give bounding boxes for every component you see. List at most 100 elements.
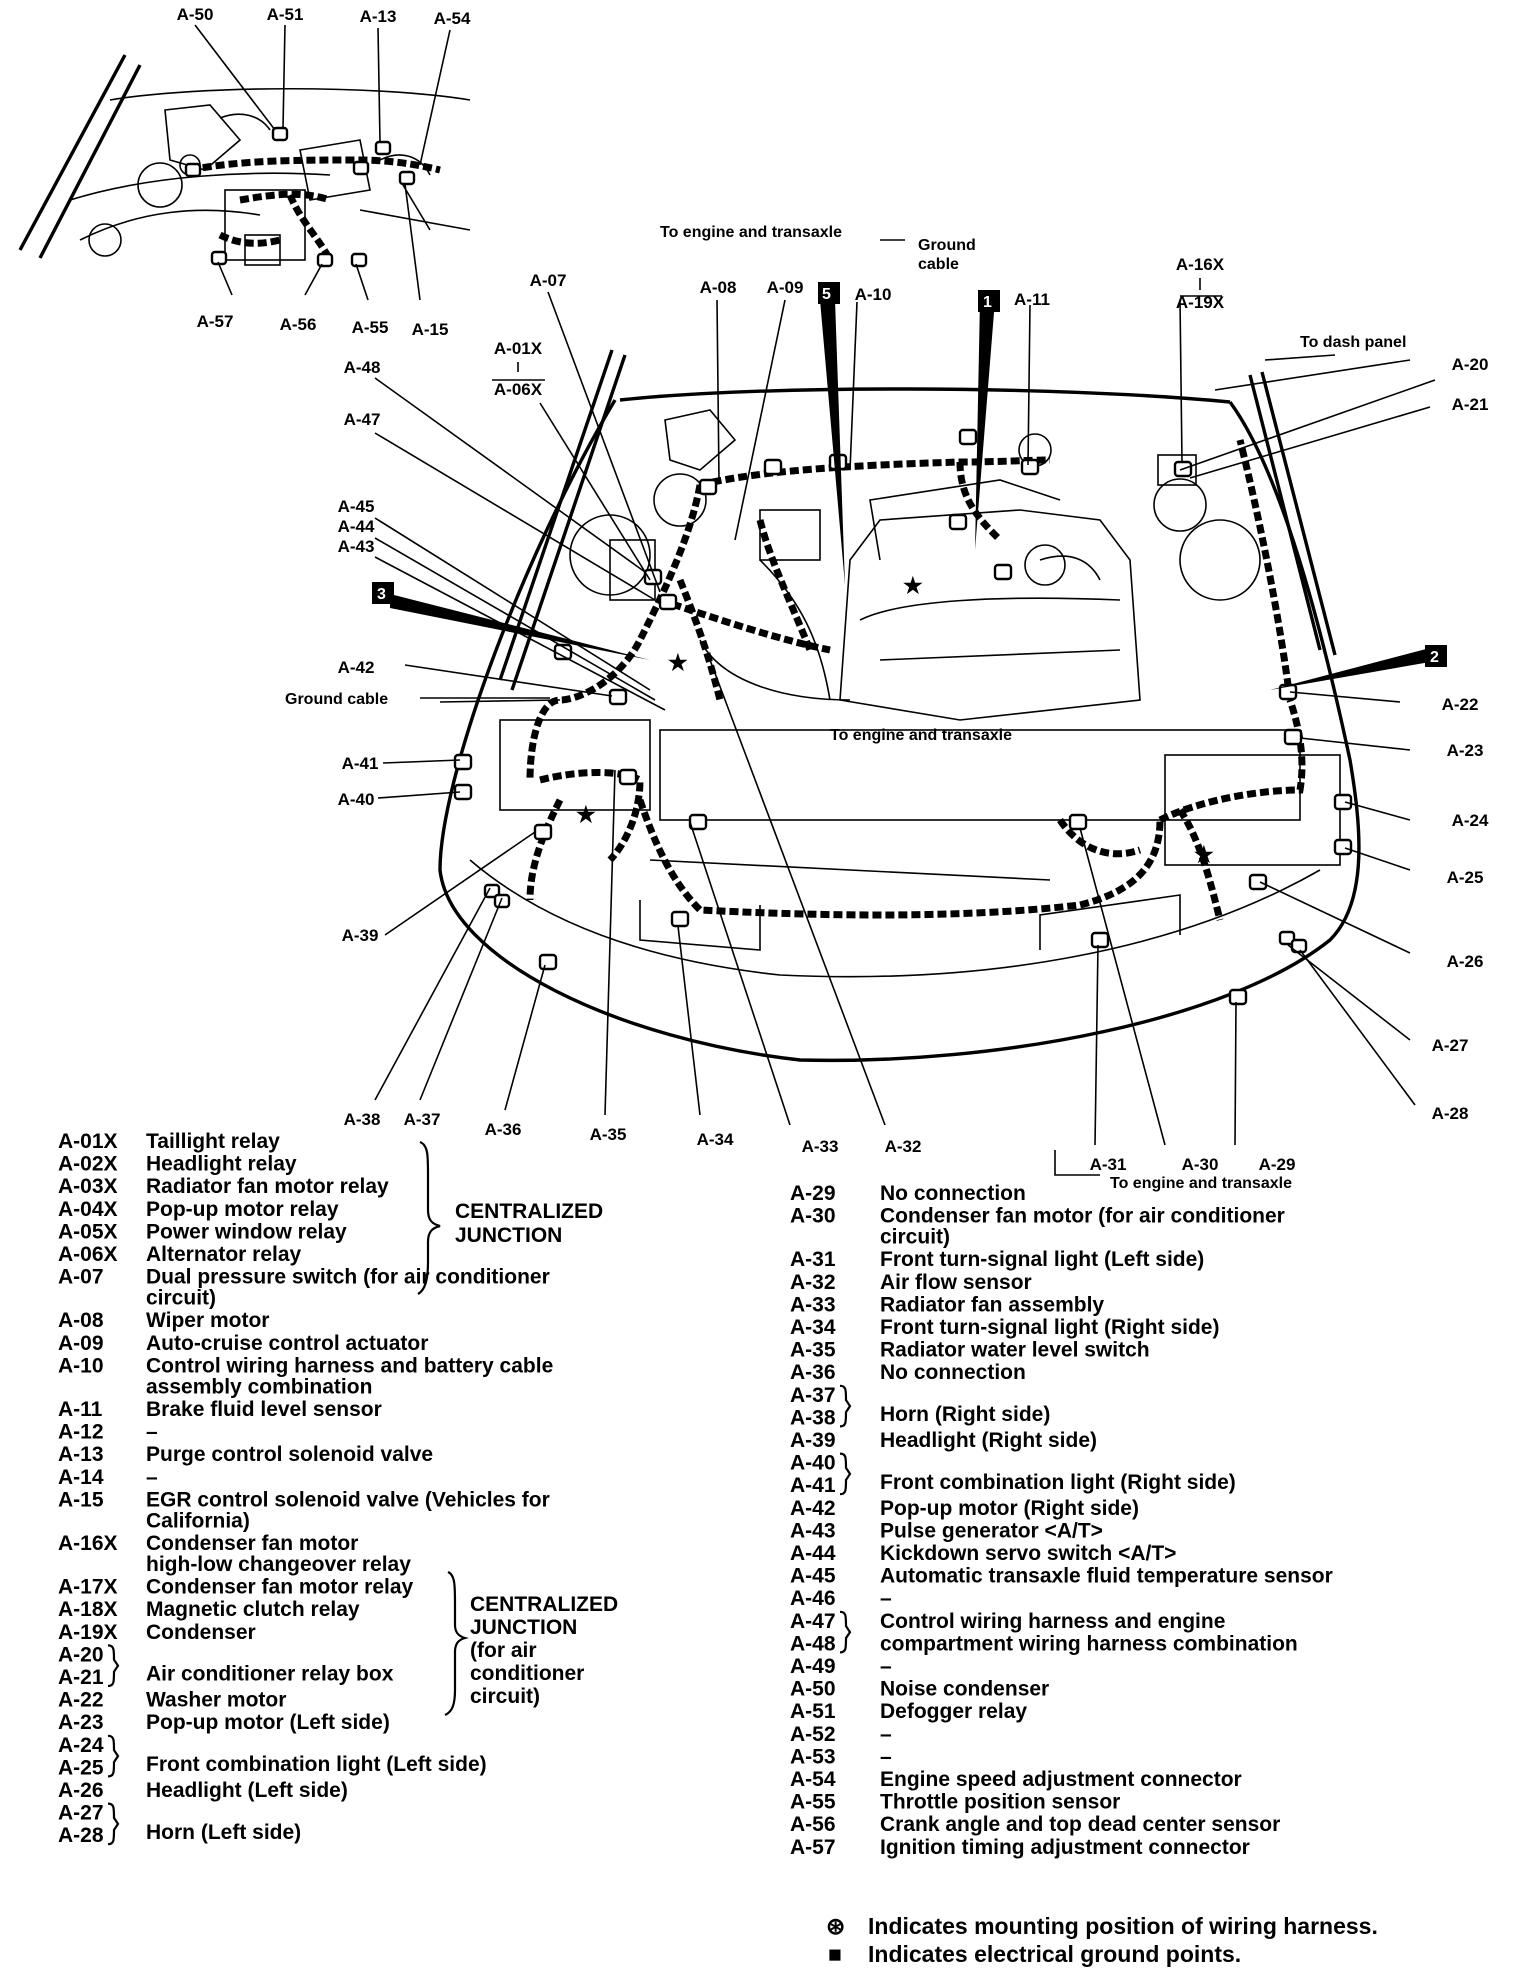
callout-a-10: A-10 bbox=[855, 285, 892, 304]
callout-a-19x: A-19X bbox=[1176, 293, 1225, 312]
harness-symbol: ⊛ bbox=[826, 1913, 845, 1939]
legend_left-code-a-13: A-13 bbox=[58, 1443, 104, 1466]
legend_right-desc-a-54: Engine speed adjustment connector bbox=[880, 1768, 1242, 1791]
cj2-line1: CENTRALIZED bbox=[470, 1593, 618, 1616]
legend_left-desc-a-28: Horn (Left side) bbox=[146, 1821, 301, 1844]
legend_right-code-a-35: A-35 bbox=[790, 1339, 836, 1362]
legend_right-desc-a-38: Horn (Right side) bbox=[880, 1403, 1050, 1426]
svg-text:★: ★ bbox=[668, 650, 688, 675]
legend_right-code-a-42: A-42 bbox=[790, 1497, 836, 1520]
legend_right-desc-a-46: – bbox=[880, 1587, 892, 1610]
callout-a-06x: A-06X bbox=[494, 380, 543, 399]
legend_right-code-a-36: A-36 bbox=[790, 1361, 836, 1384]
legend_left-code-a-04x: A-04X bbox=[58, 1198, 118, 1221]
legend_right-code-a-45: A-45 bbox=[790, 1565, 836, 1588]
legend_left-desc-a-25: Front combination light (Left side) bbox=[146, 1753, 487, 1776]
callout-a-15: A-15 bbox=[412, 320, 449, 339]
note-to-engine-bottom: To engine and transaxle bbox=[1110, 1175, 1292, 1192]
cj2-line3: (for air bbox=[470, 1639, 537, 1662]
legend_right-code-a-49: A-49 bbox=[790, 1655, 836, 1678]
legend_left-code-a-06x: A-06X bbox=[58, 1243, 118, 1266]
legend_right-desc-a-35: Radiator water level switch bbox=[880, 1339, 1150, 1362]
legend_right-code-a-41: A-41 bbox=[790, 1474, 836, 1497]
main-engine-view: ★ ★ ★ ★ bbox=[372, 282, 1447, 1176]
legend_right-desc-a-29: No connection bbox=[880, 1182, 1026, 1205]
legend_left-code-a-24: A-24 bbox=[58, 1734, 104, 1757]
callout-a-09: A-09 bbox=[767, 278, 804, 297]
legend_right-code-a-34: A-34 bbox=[790, 1316, 836, 1339]
cj2-line4: conditioner bbox=[470, 1662, 584, 1685]
legend_right-code-a-54: A-54 bbox=[790, 1768, 836, 1791]
callout-a-07: A-07 bbox=[530, 271, 567, 290]
callout-a-57: A-57 bbox=[197, 312, 234, 331]
legend_left-code-a-12: A-12 bbox=[58, 1421, 104, 1444]
legend_left-desc-a-10: Control wiring harness and battery cable bbox=[146, 1354, 553, 1377]
legend_right-code-a-52: A-52 bbox=[790, 1723, 836, 1746]
callout-a-36: A-36 bbox=[485, 1120, 522, 1139]
svg-text:★: ★ bbox=[576, 802, 596, 827]
legend_left-desc-a-01x: Taillight relay bbox=[146, 1130, 280, 1153]
cj2-line5: circuit) bbox=[470, 1685, 540, 1708]
legend-footnotes: ⊛ Indicates mounting position of wiring … bbox=[826, 1913, 1378, 1967]
cj2-line2: JUNCTION bbox=[470, 1616, 577, 1639]
callout-a-37: A-37 bbox=[404, 1110, 441, 1129]
legend_right-desc-a-42: Pop-up motor (Right side) bbox=[880, 1497, 1139, 1520]
callout-a-50: A-50 bbox=[177, 5, 214, 24]
legend_left-desc2-a-16x: high-low changeover relay bbox=[146, 1553, 411, 1576]
callout-a-27: A-27 bbox=[1432, 1036, 1469, 1055]
legend_right-code-a-32: A-32 bbox=[790, 1271, 836, 1294]
callout-a-34: A-34 bbox=[697, 1130, 734, 1149]
callout-a-08: A-08 bbox=[700, 278, 737, 297]
legend_right-desc-a-45: Automatic transaxle fluid temperature se… bbox=[880, 1565, 1333, 1588]
harness-footnote: Indicates mounting position of wiring ha… bbox=[868, 1913, 1378, 1939]
legend_left-code-a-01x: A-01X bbox=[58, 1130, 118, 1153]
legend_left-code-a-11: A-11 bbox=[58, 1398, 103, 1421]
callout-a-32: A-32 bbox=[885, 1137, 922, 1156]
legend_right-desc-a-39: Headlight (Right side) bbox=[880, 1429, 1097, 1452]
ground-symbol: ■ bbox=[828, 1941, 842, 1967]
legend_left-code-a-23: A-23 bbox=[58, 1711, 104, 1734]
callout-a-26: A-26 bbox=[1447, 952, 1484, 971]
ground-mark-5: 5 bbox=[822, 286, 831, 303]
legend_left-code-a-18x: A-18X bbox=[58, 1598, 118, 1621]
callout-a-23: A-23 bbox=[1447, 741, 1484, 760]
callout-a-54: A-54 bbox=[434, 9, 471, 28]
legend_right-desc-a-34: Front turn-signal light (Right side) bbox=[880, 1316, 1219, 1339]
legend_left-code-a-08: A-08 bbox=[58, 1309, 104, 1332]
legend_right-desc-a-31: Front turn-signal light (Left side) bbox=[880, 1248, 1204, 1271]
legend-left-groups: CENTRALIZED JUNCTION CENTRALIZED JUNCTIO… bbox=[417, 1140, 618, 1717]
callout-a-22: A-22 bbox=[1442, 695, 1479, 714]
legend_right-desc-a-55: Throttle position sensor bbox=[880, 1791, 1120, 1814]
brace-a20-a21 bbox=[107, 1644, 120, 1688]
note-ground-cable-top-2: cable bbox=[918, 256, 959, 273]
legend_left-desc2-a-10: assembly combination bbox=[146, 1375, 372, 1398]
leader-lines bbox=[374, 291, 1436, 1176]
note-to-engine-top: To engine and transaxle bbox=[660, 224, 842, 241]
legend_left-desc-a-22: Washer motor bbox=[146, 1689, 286, 1712]
legend_left-code-a-27: A-27 bbox=[58, 1802, 104, 1825]
legend_left-desc-a-06x: Alternator relay bbox=[146, 1243, 302, 1266]
legend_right-desc-a-43: Pulse generator <A/T> bbox=[880, 1519, 1103, 1542]
legend_left-code-a-20: A-20 bbox=[58, 1643, 104, 1666]
legend_right-code-a-48: A-48 bbox=[790, 1632, 836, 1655]
legend_right-desc-a-50: Noise condenser bbox=[880, 1678, 1049, 1701]
legend_right-code-a-31: A-31 bbox=[790, 1248, 836, 1271]
legend_right-code-a-51: A-51 bbox=[790, 1700, 836, 1723]
legend_left-desc-a-09: Auto-cruise control actuator bbox=[146, 1332, 428, 1355]
svg-text:★: ★ bbox=[903, 573, 923, 598]
legend_left-desc-a-04x: Pop-up motor relay bbox=[146, 1198, 339, 1221]
legend_left-desc-a-08: Wiper motor bbox=[146, 1309, 269, 1332]
legend_left-desc-a-26: Headlight (Left side) bbox=[146, 1779, 348, 1802]
legend_left-desc-a-11: Brake fluid level sensor bbox=[146, 1398, 382, 1421]
legend_right-code-a-46: A-46 bbox=[790, 1587, 836, 1610]
legend_left-desc-a-14: – bbox=[146, 1466, 158, 1489]
note-to-engine-mid: To engine and transaxle bbox=[830, 727, 1012, 744]
callout-a-21: A-21 bbox=[1452, 395, 1489, 414]
legend_right-code-a-38: A-38 bbox=[790, 1406, 836, 1429]
callout-a-29: A-29 bbox=[1259, 1155, 1296, 1174]
legend_left-desc2-a-07: circuit) bbox=[146, 1287, 216, 1310]
legend_right-desc-a-44: Kickdown servo switch <A/T> bbox=[880, 1542, 1176, 1565]
legend_right-code-a-37: A-37 bbox=[790, 1384, 836, 1407]
